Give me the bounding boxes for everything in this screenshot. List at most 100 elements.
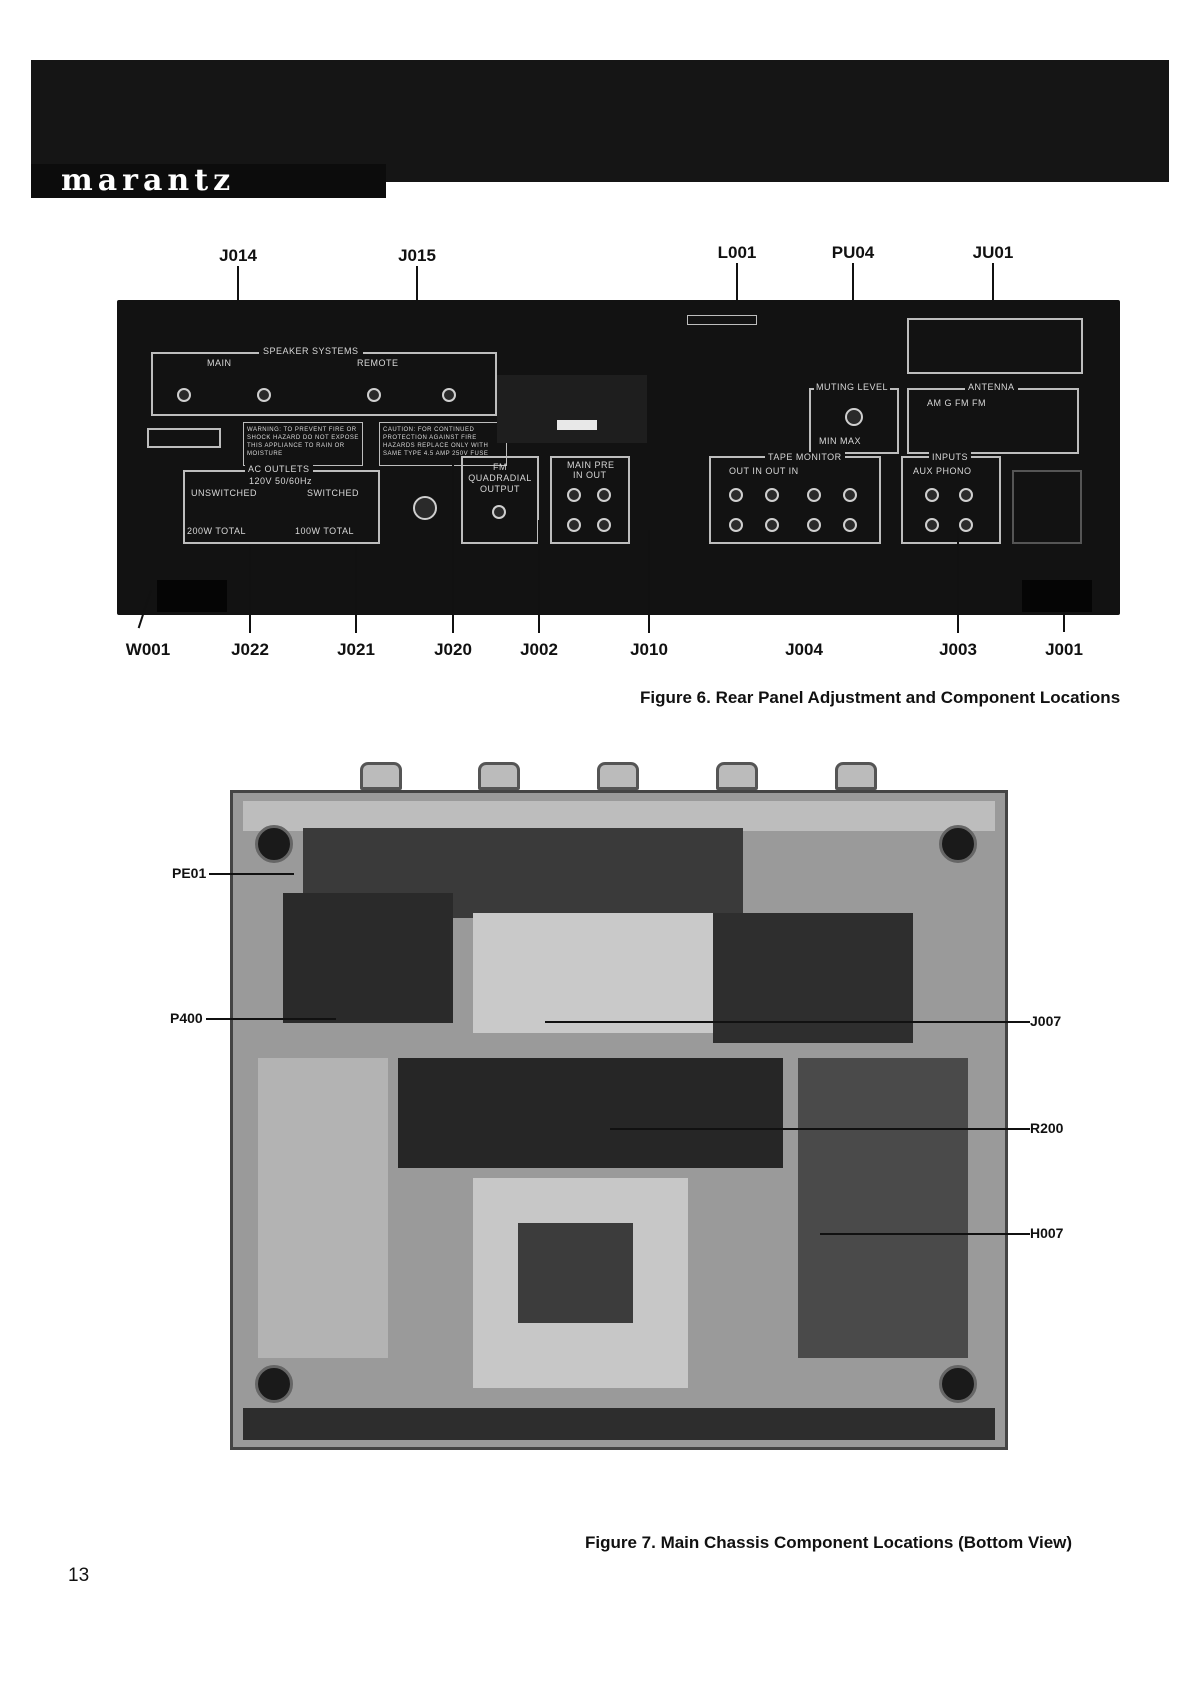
unswitched-total: 200W TOTAL bbox=[187, 526, 247, 536]
leader-j015 bbox=[416, 266, 418, 300]
inputs-label: INPUTS bbox=[929, 452, 972, 462]
min-max-label: MIN MAX bbox=[819, 436, 862, 446]
rca-jack bbox=[807, 518, 821, 532]
speaker-terminal bbox=[367, 388, 381, 402]
muting-level-label: MUTING LEVEL bbox=[814, 382, 891, 392]
leader-p400 bbox=[206, 1018, 336, 1020]
figure7-caption: Figure 7. Main Chassis Component Locatio… bbox=[585, 1533, 1073, 1552]
speaker-main-label: MAIN bbox=[207, 358, 232, 368]
tape-monitor-io-label: OUT IN OUT IN bbox=[729, 466, 799, 476]
antenna-label: ANTENNA bbox=[965, 382, 1018, 392]
rca-jack bbox=[843, 488, 857, 502]
ac-outlets-title: AC OUTLETS bbox=[245, 464, 313, 474]
speaker-terminal bbox=[442, 388, 456, 402]
main-pre-io-label: IN OUT bbox=[573, 470, 607, 480]
label-r200: R200 bbox=[1030, 1120, 1064, 1136]
label-pe01: PE01 bbox=[172, 865, 207, 881]
serial-plate bbox=[147, 428, 221, 448]
label-p400: P400 bbox=[170, 1010, 203, 1026]
rca-jack bbox=[729, 488, 743, 502]
rca-jack bbox=[807, 488, 821, 502]
label-j002: J002 bbox=[520, 640, 558, 659]
control-board bbox=[713, 913, 913, 1043]
foot-right bbox=[1022, 580, 1092, 612]
page-number: 13 bbox=[68, 1565, 90, 1586]
front-rail bbox=[243, 1408, 995, 1440]
speaker-systems-title: SPEAKER SYSTEMS bbox=[259, 346, 363, 356]
switched-label: SWITCHED bbox=[307, 488, 359, 498]
antenna-terminals-label: AM G FM FM bbox=[927, 398, 986, 408]
corner-foot bbox=[939, 825, 977, 863]
rca-jack bbox=[765, 518, 779, 532]
rca-jack bbox=[597, 488, 611, 502]
label-w001: W001 bbox=[125, 640, 171, 659]
corner-foot bbox=[939, 1365, 977, 1403]
leader-pe01 bbox=[209, 873, 294, 875]
label-j015: J015 bbox=[398, 246, 436, 265]
rear-connector bbox=[597, 762, 639, 790]
rca-jack bbox=[959, 488, 973, 502]
leader-h007 bbox=[820, 1233, 1030, 1235]
label-j003: J003 bbox=[939, 640, 977, 659]
brand-logo: marantz bbox=[31, 164, 386, 198]
foot-left bbox=[157, 580, 227, 612]
rear-panel-photo: SPEAKER SYSTEMS MAIN REMOTE WARNING: TO … bbox=[117, 300, 1120, 615]
switched-total: 100W TOTAL bbox=[295, 526, 355, 536]
rear-connector bbox=[716, 762, 758, 790]
leader-j007 bbox=[545, 1021, 1030, 1023]
tape-monitor-label: TAPE MONITOR bbox=[765, 452, 845, 462]
label-l001: L001 bbox=[717, 243, 757, 262]
label-j007: J007 bbox=[1030, 1013, 1062, 1029]
leader-ju01 bbox=[992, 263, 994, 300]
nameplate bbox=[497, 375, 647, 443]
speaker-terminal bbox=[257, 388, 271, 402]
fm-quadradial-box bbox=[461, 456, 539, 544]
label-j014: J014 bbox=[219, 246, 257, 265]
label-ju01: JU01 bbox=[972, 243, 1014, 262]
leader-pu04 bbox=[852, 263, 854, 300]
label-j004: J004 bbox=[785, 640, 823, 659]
leader-j014 bbox=[237, 266, 239, 300]
rca-jack bbox=[765, 488, 779, 502]
rca-jack bbox=[843, 518, 857, 532]
rear-connector bbox=[360, 762, 402, 790]
ac-outlets-voltage: 120V 50/60Hz bbox=[249, 476, 313, 486]
label-j020: J020 bbox=[434, 640, 472, 659]
transformer-core bbox=[518, 1223, 633, 1323]
rca-jack bbox=[925, 518, 939, 532]
caution-text: CAUTION: FOR CONTINUED PROTECTION AGAINS… bbox=[383, 427, 489, 457]
shield-plate bbox=[473, 913, 723, 1033]
loop-antenna-mount bbox=[687, 315, 757, 325]
right-output-board bbox=[798, 1058, 968, 1358]
rca-jack bbox=[597, 518, 611, 532]
nameplate-badge bbox=[557, 420, 597, 430]
figure6-caption: Figure 6. Rear Panel Adjustment and Comp… bbox=[640, 688, 1121, 707]
warning-text: WARNING: TO PREVENT FIRE OR SHOCK HAZARD… bbox=[247, 427, 359, 457]
leader-j022 bbox=[249, 545, 251, 633]
heatsink-block bbox=[398, 1058, 783, 1168]
rca-jack bbox=[959, 518, 973, 532]
leader-j001 bbox=[1063, 612, 1065, 632]
muting-level-knob bbox=[845, 408, 863, 426]
aux-phono-label: AUX PHONO bbox=[913, 466, 972, 476]
leader-j003 bbox=[957, 530, 959, 633]
label-j022: J022 bbox=[231, 640, 269, 659]
fm-quadradial-label: FM QUADRADIAL OUTPUT bbox=[468, 462, 532, 494]
rear-rail bbox=[243, 801, 995, 831]
label-j010: J010 bbox=[630, 640, 668, 659]
leader-j010 bbox=[648, 530, 650, 633]
corner-foot bbox=[255, 1365, 293, 1403]
rca-jack bbox=[729, 518, 743, 532]
leader-j021 bbox=[355, 545, 357, 633]
speaker-terminal bbox=[177, 388, 191, 402]
label-j001: J001 bbox=[1045, 640, 1083, 659]
label-h007: H007 bbox=[1030, 1225, 1064, 1241]
leader-r200 bbox=[610, 1128, 1030, 1130]
fm-output-jack bbox=[492, 505, 506, 519]
label-j021: J021 bbox=[337, 640, 375, 659]
rear-connector bbox=[478, 762, 520, 790]
corner-foot bbox=[255, 825, 293, 863]
speaker-systems-box bbox=[151, 352, 497, 416]
preamp-board bbox=[283, 893, 453, 1023]
rca-jack bbox=[567, 488, 581, 502]
